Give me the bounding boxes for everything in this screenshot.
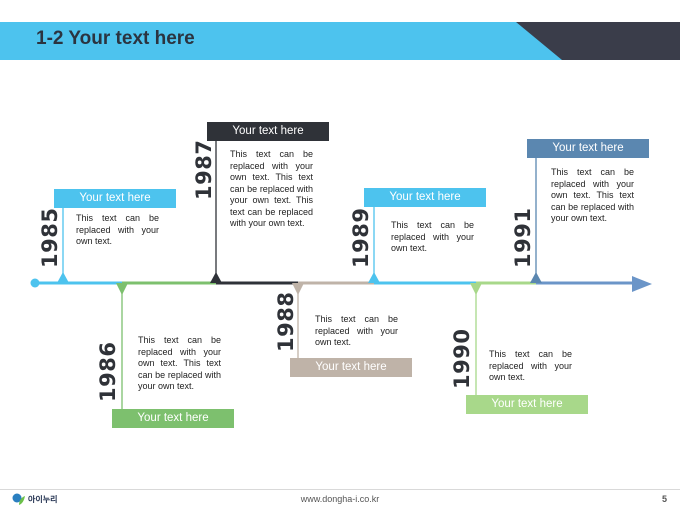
marker-1986 [116, 283, 128, 295]
event-label-1989: Your text here [364, 188, 486, 207]
footer-url[interactable]: www.dongha-i.co.kr [300, 494, 380, 504]
marker-1989 [368, 272, 380, 283]
event-body-1986: This text can be replaced with your own … [138, 335, 221, 391]
event-label-1990: Your text here [466, 395, 588, 414]
year-1989: 1989 [349, 207, 373, 268]
marker-1990 [470, 283, 482, 295]
page-title: 1-2 Your text here [36, 28, 195, 49]
footer-divider [0, 489, 680, 490]
logo-text: 아이누리 [28, 495, 58, 504]
event-label-1991: Your text here [527, 139, 649, 158]
event-body-1985: This text can be replaced with your own … [76, 213, 159, 246]
year-1986: 1986 [96, 341, 120, 402]
header-band-shape [0, 22, 680, 60]
event-body-1987: This text can be replaced with your own … [230, 149, 313, 228]
year-1987: 1987 [192, 139, 216, 200]
marker-1988 [292, 283, 304, 295]
year-1988: 1988 [274, 291, 298, 352]
year-1985: 1985 [38, 207, 62, 268]
timeline-graphic [30, 140, 652, 410]
page-number: 5 [662, 494, 668, 504]
event-body-1989: This text can be replaced with your own … [391, 220, 474, 253]
event-label-1988: Your text here [290, 358, 412, 377]
event-label-1986: Your text here [112, 409, 234, 428]
leaf-icon [12, 493, 25, 505]
event-body-1990: This text can be replaced with your own … [489, 349, 572, 382]
year-1990: 1990 [450, 328, 474, 389]
year-1991: 1991 [511, 207, 535, 268]
axis-start-dot [30, 278, 40, 288]
event-body-1988: This text can be replaced with your own … [315, 314, 398, 347]
axis-arrowhead [632, 276, 652, 292]
event-label-1987: Your text here [207, 122, 329, 141]
event-label-1985: Your text here [54, 189, 176, 208]
marker-1985 [57, 272, 69, 283]
marker-1987 [210, 272, 222, 283]
marker-1991 [530, 272, 542, 283]
header-band [0, 22, 680, 60]
event-body-1991: This text can be replaced with your own … [551, 167, 634, 223]
